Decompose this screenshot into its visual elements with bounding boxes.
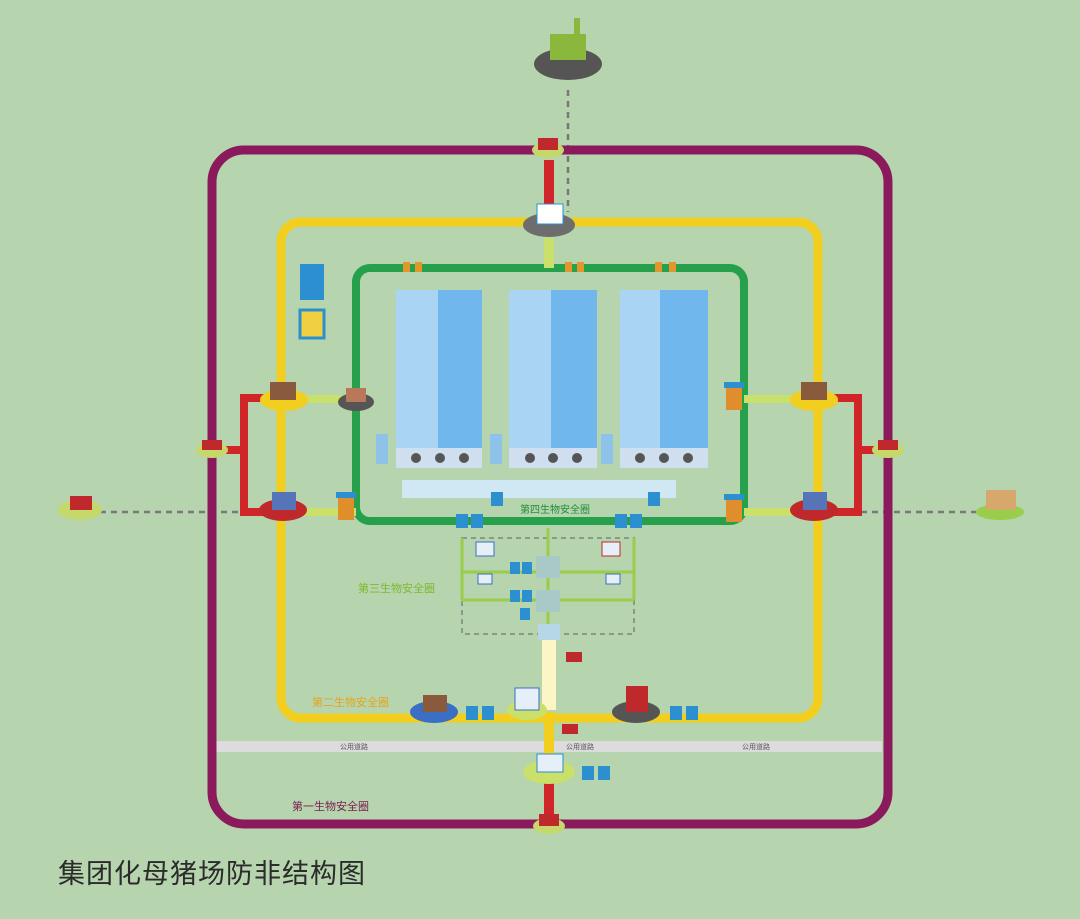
transfer-corridor <box>542 640 556 710</box>
vehicle-icon-2 <box>562 724 578 734</box>
west-lime-link-bottom <box>300 508 356 516</box>
east-outer-node <box>976 490 1024 520</box>
factory-node <box>534 18 602 80</box>
west-lime-link-top <box>298 395 356 403</box>
gate-west-bottom <box>336 492 356 520</box>
south-east-node <box>612 686 660 723</box>
east-checkpoint-node <box>872 440 904 458</box>
south-red-link <box>544 760 554 826</box>
third-area-buildings <box>475 541 621 585</box>
north-checkpoint-node <box>532 138 564 158</box>
road-label-center: 公用道路 <box>566 742 594 751</box>
second-circle-label: 第二生物安全圈 <box>312 695 389 709</box>
west-lower-node <box>259 492 307 521</box>
west-outer-node <box>58 496 102 520</box>
south-checkpoint-node <box>533 814 565 834</box>
vehicle-icon-1 <box>566 652 582 662</box>
silo-3 <box>601 434 613 464</box>
south-mid-node <box>507 687 547 720</box>
barn-2 <box>509 290 597 468</box>
west-inner-node <box>338 388 374 411</box>
page-title: 集团化母猪场防非结构图 <box>58 859 366 890</box>
north-lime-link <box>544 238 554 268</box>
barn-1 <box>396 290 482 468</box>
third-biosecurity-area <box>460 528 636 640</box>
south-gate-node <box>523 753 575 784</box>
warning-sign-icon <box>298 308 326 340</box>
silo-1 <box>376 434 388 464</box>
feed-tower-icons <box>403 262 676 272</box>
north-red-link <box>544 160 554 220</box>
west-checkpoint-node <box>196 440 228 458</box>
east-upper-node <box>790 382 838 411</box>
barn-3 <box>620 290 708 468</box>
south-yellow-link <box>544 712 554 760</box>
east-lime-link-bottom <box>744 508 802 516</box>
west-upper-node <box>260 382 308 411</box>
road-label-west: 公用道路 <box>340 742 368 751</box>
first-circle-label: 第一生物安全圈 <box>292 799 369 813</box>
east-lime-link-top <box>744 395 802 403</box>
north-gate-node <box>523 203 575 237</box>
third-circle-label: 第三生物安全圈 <box>358 581 435 595</box>
east-lower-node <box>790 492 838 521</box>
manure-channel <box>402 480 676 498</box>
fourth-circle-label: 第四生物安全圈 <box>520 503 590 516</box>
south-west-node <box>410 695 458 723</box>
disinfection-icons <box>456 492 698 780</box>
storage-icon <box>300 264 324 300</box>
gate-east-bottom <box>724 494 744 522</box>
silo-2 <box>490 434 502 464</box>
gate-east-top <box>724 382 744 410</box>
road-label-east: 公用道路 <box>742 742 770 751</box>
